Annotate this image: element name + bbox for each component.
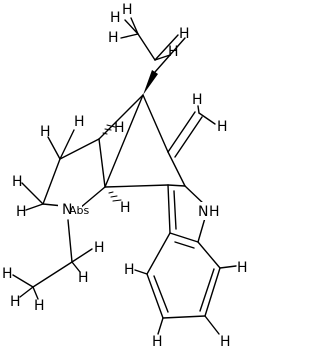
h-methylene-1: H	[192, 92, 203, 108]
bond-ethyl-ch2-ch3	[32, 261, 73, 288]
bond-n-indole-c12	[197, 217, 206, 243]
h-c15: H	[220, 334, 231, 350]
abs-stereo-label: Abs	[69, 204, 90, 217]
stereo-bonds	[102, 70, 158, 202]
h-nethyl-ch2-2: H	[78, 270, 89, 286]
bond-c10-c11	[167, 151, 186, 187]
bond-c1-c9-bridge	[104, 94, 144, 188]
bond-c17-c13	[146, 232, 171, 275]
h-c7-2: H	[16, 204, 27, 220]
h-upper-ch3-3: H	[108, 30, 119, 46]
atom-labels: N Abs N H	[58, 200, 226, 220]
bond-c13-c2-double	[173, 190, 177, 230]
bond-c2-c11	[167, 184, 186, 187]
h-c17: H	[124, 262, 135, 278]
h-c14: H	[237, 260, 248, 276]
h-upper-ch3-2: H	[122, 2, 133, 18]
bond-c5-c9	[98, 94, 144, 140]
bond-c5-c6	[59, 138, 100, 160]
hash-c5-h	[102, 124, 116, 135]
bond-c1-c2	[104, 184, 169, 188]
h-methylene-2: H	[217, 119, 228, 135]
bond-c12-c13-double	[174, 241, 195, 249]
atom-n-amine: N	[62, 202, 72, 218]
bond-c15-c16	[162, 315, 206, 319]
h-upper-ch2-2: H	[168, 44, 179, 60]
h-c7-1: H	[12, 174, 23, 190]
molecule-structure: N Abs N H H H H H H H H H H H H H H	[2, 2, 248, 350]
bond-c16-c17	[146, 273, 164, 319]
bond-n-c1	[79, 186, 106, 209]
h-nethyl-ch3-2: H	[10, 294, 21, 310]
h-bridge-c1: H	[120, 200, 131, 216]
h-nethyl-ch2-1: H	[94, 240, 105, 256]
h-bridge-c5: H	[114, 120, 125, 136]
bond-c5-c1-bridge	[98, 138, 106, 188]
bond-c13-c2	[167, 184, 171, 234]
bond-c12-c14	[197, 241, 221, 269]
bond-c6-c7	[42, 158, 61, 205]
bond-c16-c17-double	[153, 275, 169, 313]
h-c16: H	[152, 334, 163, 350]
h-upper-ch2-1: H	[179, 26, 190, 42]
bond-c14-c15	[204, 267, 221, 317]
hydrogen-labels: H H H H H H H H H H H H H H H	[2, 2, 248, 350]
bond-c11-n-indole	[184, 185, 206, 206]
bond-n-ethyl-ch2	[67, 219, 73, 263]
h-nethyl-ch3-1: H	[2, 266, 13, 282]
bond-c12-c13	[169, 232, 199, 243]
atom-h-indole: H	[209, 204, 220, 220]
bonds	[32, 37, 221, 319]
h-c6-2: H	[74, 114, 85, 130]
bond-c10-ch2	[167, 111, 196, 153]
bond-c14-c15-double	[199, 268, 215, 312]
atom-n-indole: N	[198, 204, 208, 220]
h-upper-ch3-1: H	[110, 10, 121, 26]
h-c6-1: H	[40, 124, 51, 140]
hash-c1-h	[108, 191, 122, 202]
wedge-c9-ethyl	[143, 70, 158, 95]
bond-c9-c10	[142, 94, 169, 153]
h-nethyl-ch3-3: H	[34, 298, 45, 314]
bond-c10-ch2-double	[174, 116, 203, 158]
